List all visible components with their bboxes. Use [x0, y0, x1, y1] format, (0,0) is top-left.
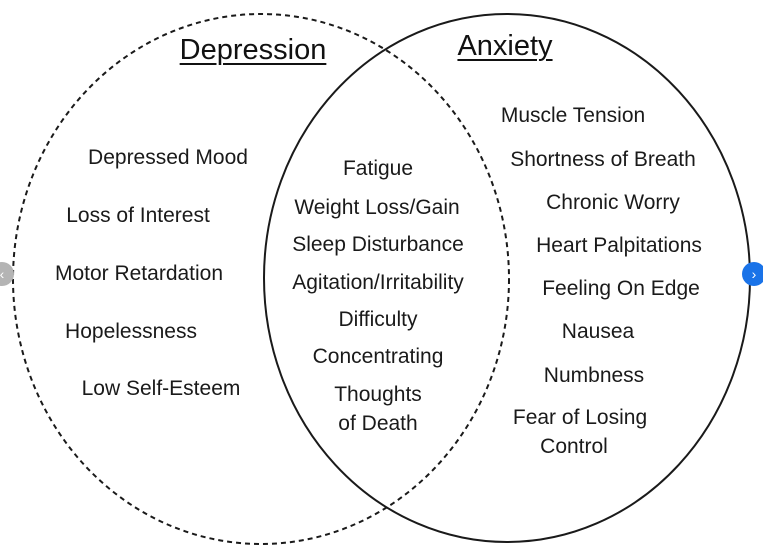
depression-circle: [12, 13, 510, 545]
shared-symptom: Thoughts: [334, 383, 422, 406]
depression-symptom: Loss of Interest: [66, 204, 210, 227]
previous-arrow-button[interactable]: ‹: [0, 262, 14, 286]
shared-symptom: Concentrating: [312, 345, 444, 368]
anxiety-symptom: Nausea: [561, 320, 635, 343]
shared-symptom: Fatigue: [342, 157, 414, 180]
chevron-left-icon: ‹: [0, 266, 5, 282]
shared-symptom: Weight Loss/Gain: [294, 196, 460, 219]
chevron-right-icon: ›: [751, 266, 757, 282]
shared-symptom: Agitation/Irritability: [292, 271, 464, 294]
shared-symptom: of Death: [338, 412, 418, 435]
anxiety-symptom: Shortness of Breath: [510, 148, 696, 171]
anxiety-symptom: Feeling On Edge: [542, 277, 700, 300]
anxiety-symptom: Fear of Losing: [512, 406, 648, 429]
anxiety-symptom: Numbness: [543, 364, 645, 387]
shared-symptom: Sleep Disturbance: [292, 233, 464, 256]
next-arrow-button[interactable]: ›: [742, 262, 763, 286]
shared-symptom: Difficulty: [338, 308, 418, 331]
depression-symptom: Motor Retardation: [54, 262, 224, 285]
anxiety-symptom: Muscle Tension: [500, 104, 646, 127]
depression-title: Depression: [179, 34, 327, 66]
anxiety-symptom: Heart Palpitations: [536, 234, 702, 257]
depression-symptom: Hopelessness: [65, 320, 197, 343]
anxiety-symptom: Chronic Worry: [546, 191, 680, 214]
depression-symptom: Low Self-Esteem: [81, 377, 241, 400]
anxiety-title: Anxiety: [457, 30, 553, 62]
depression-symptom: Depressed Mood: [88, 146, 248, 169]
anxiety-symptom: Control: [540, 435, 608, 458]
